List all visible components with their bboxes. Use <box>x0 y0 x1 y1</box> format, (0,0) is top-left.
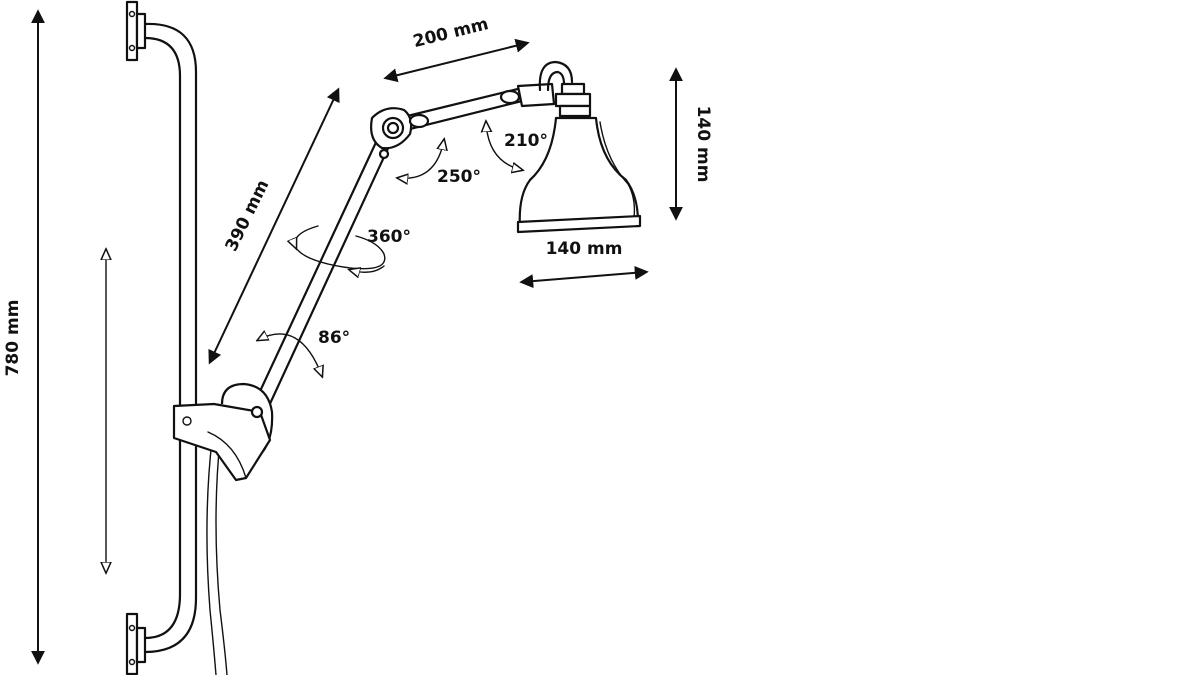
shade-rotation-label: 210° <box>504 131 548 151</box>
arm-axis-rotation-arrow <box>295 225 386 272</box>
rail-clamp <box>172 382 274 482</box>
wall-rail <box>125 0 198 675</box>
elbow-rotation-label: 250° <box>437 167 481 187</box>
base-rotation-arrow <box>258 334 322 376</box>
total-height-label: 780 mm <box>3 300 23 377</box>
power-cord <box>206 439 228 675</box>
upper-arm-length-label: 200 mm <box>411 14 490 52</box>
upper-arm-dimension <box>383 38 530 83</box>
lower-arm <box>253 136 392 410</box>
elbow-rotation-arrow <box>398 140 444 178</box>
lower-arm-dimension <box>208 87 340 365</box>
shade-width-label: 140 mm <box>546 239 623 259</box>
shade-height-label: 140 mm <box>693 106 713 183</box>
shade-width-dimension <box>519 265 649 289</box>
shade-rotation-arrow <box>486 122 522 170</box>
base-rotation-label: 86° <box>318 328 350 348</box>
arm-axis-rotation-label: 360° <box>367 227 411 247</box>
lamp-shade <box>516 82 642 234</box>
shade-joint <box>499 60 574 108</box>
